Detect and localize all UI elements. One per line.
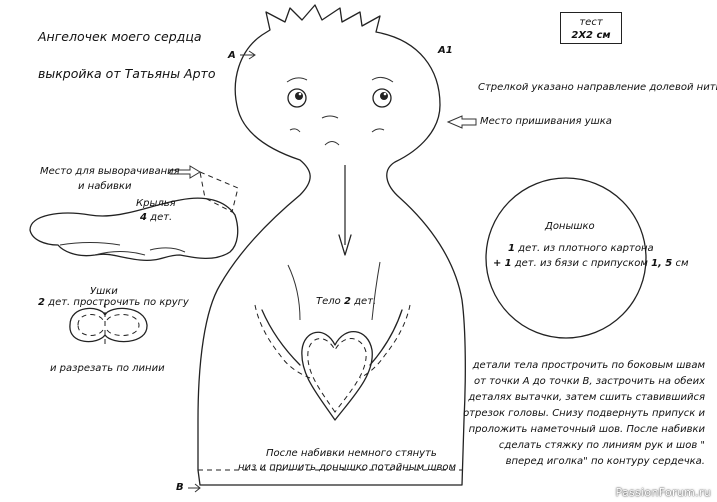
heart-stitch xyxy=(307,338,367,413)
wings-count: 4 xyxy=(140,212,147,223)
base-line-1-rest: дет. из плотного картона xyxy=(518,243,654,254)
wings-unit: дет. xyxy=(150,212,173,223)
ears-count: 2 xyxy=(38,297,45,308)
base-line-2-count: 1 xyxy=(504,258,512,269)
grain-note: Стрелкой указано направление долевой нит… xyxy=(478,82,717,93)
body-label-count: 2 xyxy=(343,296,351,307)
bottom-note-line-1: После набивки немного стянуть xyxy=(266,448,437,459)
ear-stitch xyxy=(77,314,140,336)
arm-left xyxy=(287,264,301,321)
turn-note-line-1: Место для выворачивания xyxy=(40,166,180,177)
right-eye-icon xyxy=(372,88,392,108)
wings-label: Крылья xyxy=(136,198,176,209)
ear-place-arrow-icon xyxy=(446,115,477,129)
left-dart xyxy=(254,304,311,379)
instruction-line: вперед иголка" по контуру сердечка. xyxy=(505,456,705,467)
marker-b: B xyxy=(176,482,184,493)
instruction-line: проложить наметочный шов. После набивки xyxy=(468,424,705,435)
ears-line-1-rest: дет. прострочить по кругу xyxy=(48,297,189,308)
test-label: тест xyxy=(579,17,603,28)
right-brow xyxy=(371,76,394,83)
right-cheek xyxy=(371,128,385,133)
wing-feather-3 xyxy=(149,247,186,253)
marker-a: A xyxy=(228,50,236,61)
arm-right xyxy=(371,261,381,321)
right-dart-line xyxy=(369,309,403,366)
base-line-2-value: 1, 5 xyxy=(651,258,673,269)
wing-feather-1 xyxy=(59,242,121,246)
ear-outline xyxy=(69,307,148,343)
watermark: PassionForum.ru xyxy=(615,486,711,499)
left-eye-icon xyxy=(287,88,307,108)
mouth xyxy=(321,115,339,119)
turn-note-line-2: и набивки xyxy=(78,181,132,192)
instruction-line: сделать стяжку по линиям рук и шов " xyxy=(498,440,705,451)
wing-outline xyxy=(29,197,239,262)
test-size: 2Х2 см xyxy=(571,30,611,41)
base-line-2-prefix: + xyxy=(493,258,502,269)
ears-title: Ушки xyxy=(90,286,118,297)
base-line-2-mid: дет. из бязи с припуском xyxy=(514,258,648,269)
instruction-line: деталях вытачки, затем сшить ставившийся xyxy=(468,392,705,403)
left-dart-line xyxy=(261,309,301,366)
body-label-unit: дет. xyxy=(354,296,377,307)
instruction-line: от точки A до точки B, застрочить на обе… xyxy=(474,376,705,387)
title-line-1: Ангелочек моего сердца xyxy=(38,29,202,44)
base-line-2: + 1 дет. из бязи с припуском 1, 5 см xyxy=(493,257,689,270)
wing-opening xyxy=(199,171,239,213)
wings-count-line: 4 дет. xyxy=(140,211,172,224)
right-dart xyxy=(359,304,411,379)
marker-a1: A1 xyxy=(438,45,453,56)
body-label: Тело 2 дет. xyxy=(316,295,376,308)
ear-place-note: Место пришивания ушка xyxy=(480,116,612,127)
body-outline xyxy=(197,4,466,486)
heart-shape xyxy=(301,330,373,421)
turn-place-arrow-icon xyxy=(169,165,201,179)
test-square: тест 2Х2 см xyxy=(560,12,622,44)
base-line-2-unit: см xyxy=(675,258,689,269)
instruction-line: отрезок головы. Снизу подвернуть припуск… xyxy=(463,408,705,419)
body-label-text: Тело xyxy=(316,296,341,307)
ears-line-1: 2 дет. прострочить по кругу xyxy=(38,296,189,309)
marker-b-arrow-icon xyxy=(188,483,201,493)
instruction-line: детали тела прострочить по боковым швам xyxy=(472,360,705,371)
left-brow xyxy=(286,77,308,83)
left-cheek xyxy=(289,128,301,133)
base-title: Донышко xyxy=(545,221,595,232)
nose xyxy=(324,141,340,146)
title-line-2: выкройка от Татьяны Арто xyxy=(38,66,216,81)
bottom-note-line-2: низ и пришить донышко потайным швом xyxy=(238,462,457,473)
marker-a-arrow-icon xyxy=(240,50,256,60)
base-circle xyxy=(485,177,647,339)
wing-feather-2 xyxy=(94,251,146,256)
instructions-block: детали тела прострочить по боковым швам … xyxy=(455,358,705,470)
base-line-1: 1 дет. из плотного картона xyxy=(508,242,654,255)
base-line-1-count: 1 xyxy=(508,243,515,254)
ears-line-2: и разрезать по линии xyxy=(50,363,165,374)
grain-arrow-icon xyxy=(338,165,352,256)
